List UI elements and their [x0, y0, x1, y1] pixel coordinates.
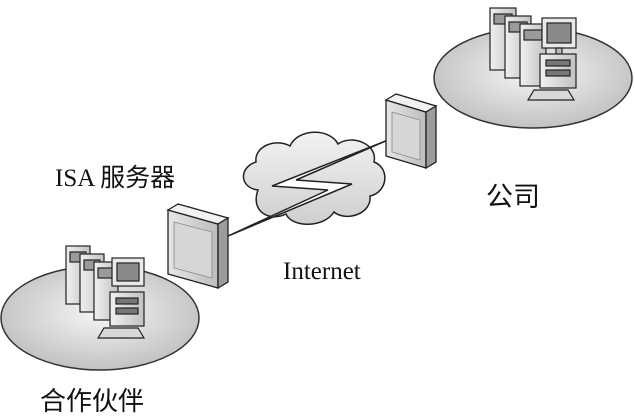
- company-firewall-icon: [386, 94, 436, 168]
- internet-cloud-icon: [243, 132, 384, 224]
- company-label: 公司: [486, 184, 540, 211]
- partner-label: 合作伙伴: [40, 389, 144, 415]
- internet-label: Internet: [283, 259, 361, 284]
- isa-server-label: ISA 服务器: [55, 166, 175, 191]
- partner-firewall-icon: [168, 204, 228, 288]
